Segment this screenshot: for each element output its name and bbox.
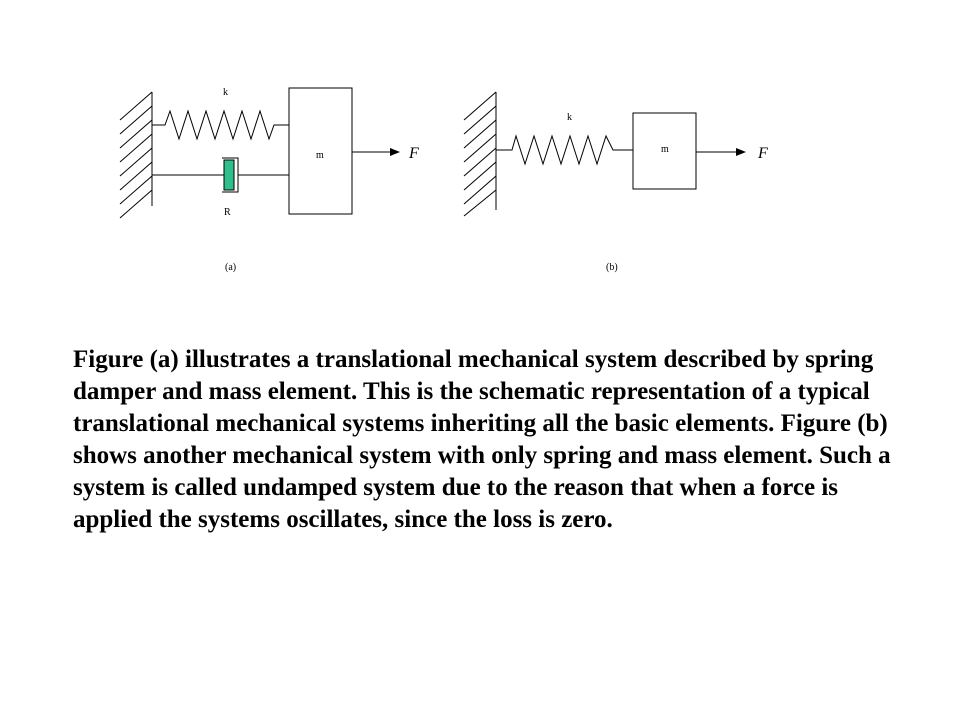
wall-b xyxy=(463,91,497,217)
mass-block-a xyxy=(288,87,353,215)
spring-label-a: k xyxy=(223,87,228,98)
spring-b xyxy=(496,134,633,166)
force-label-b: F xyxy=(757,145,768,162)
mechanical-systems-diagram: k R m F (a) xyxy=(119,87,768,273)
mass-label-b: m xyxy=(661,144,669,155)
figure-b: k m F (b) xyxy=(463,91,768,273)
caption-a: (a) xyxy=(225,262,236,273)
mass-label-a: m xyxy=(316,150,324,161)
description-paragraph: Figure (a) illustrates a translational m… xyxy=(73,346,891,533)
caption-b: (b) xyxy=(606,262,618,273)
force-label-a: F xyxy=(408,145,419,162)
force-arrow-b xyxy=(696,148,746,156)
spring-a xyxy=(152,109,289,141)
force-arrow-a xyxy=(352,148,400,156)
damper-a xyxy=(152,157,289,193)
damper-label-a: R xyxy=(224,207,231,218)
spring-label-b: k xyxy=(567,112,572,123)
figure-a: k R m F (a) xyxy=(119,87,419,273)
mass-block-b xyxy=(632,112,697,190)
wall-a xyxy=(119,91,153,219)
